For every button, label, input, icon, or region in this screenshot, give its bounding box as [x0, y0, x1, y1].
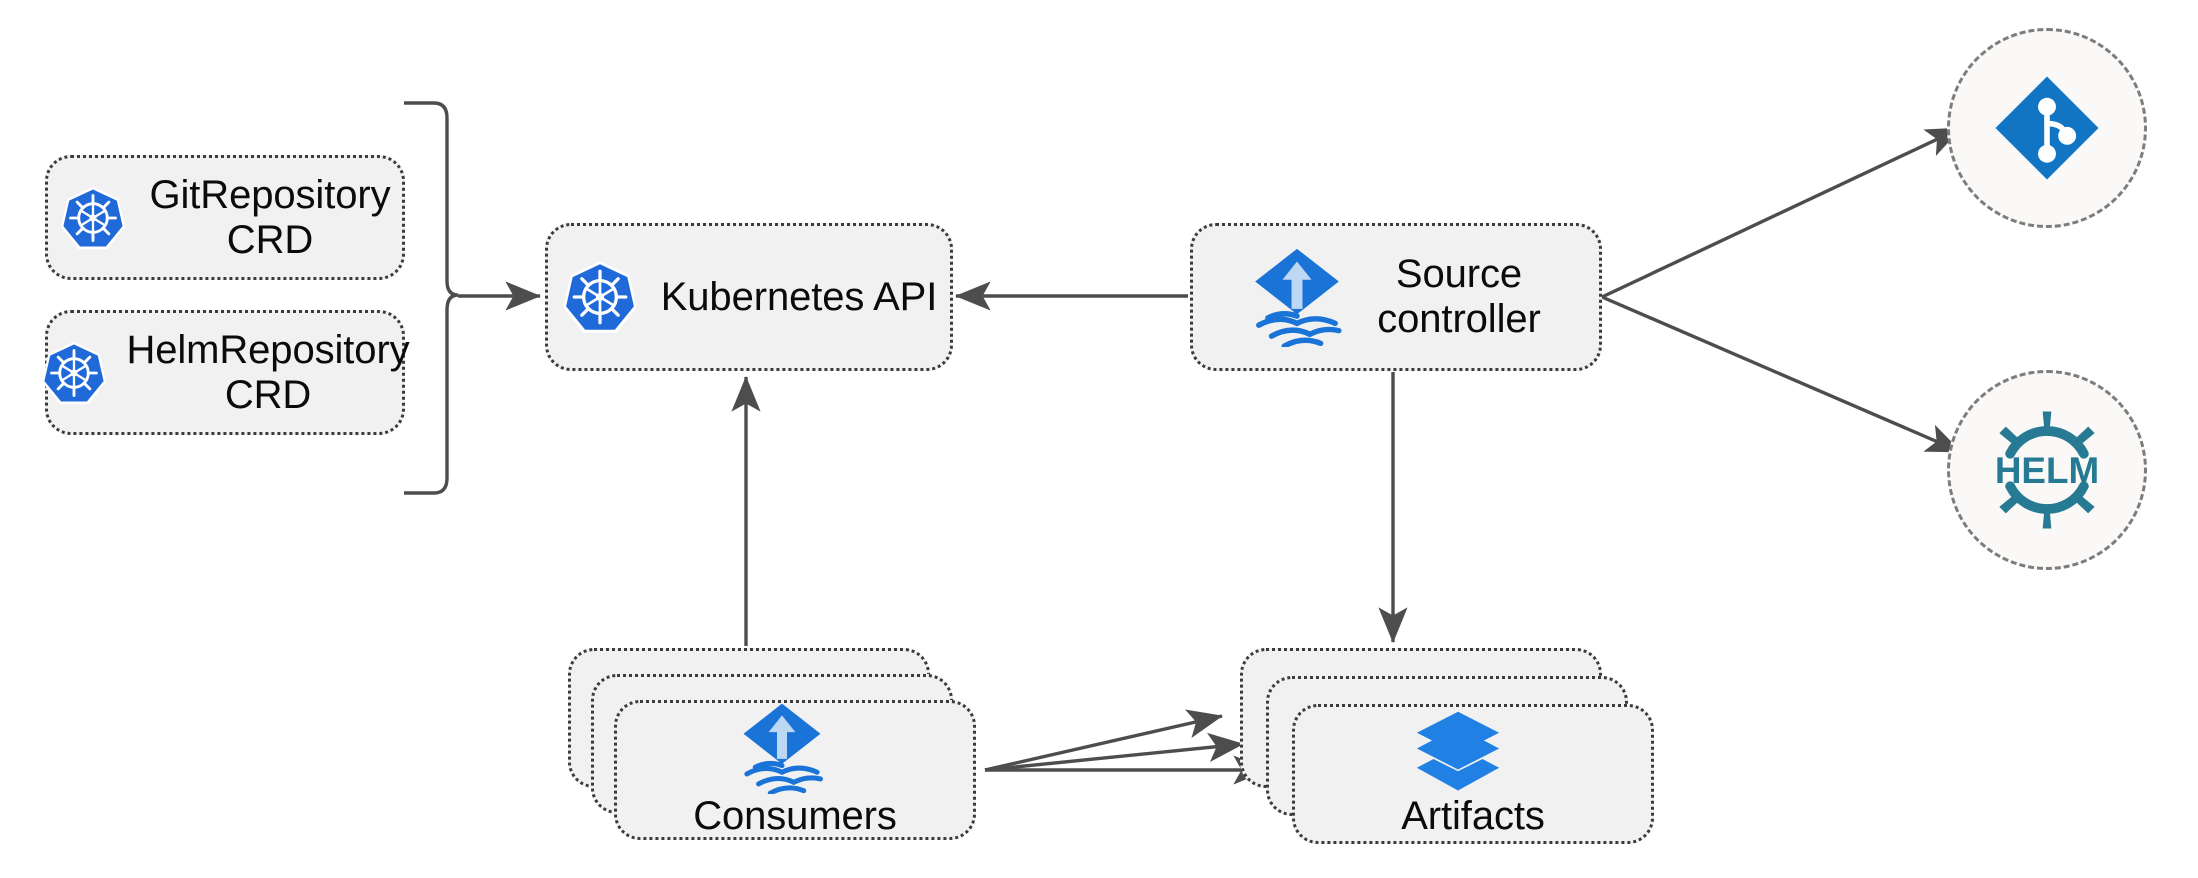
edge-consumers-to-artifacts-1	[984, 709, 1223, 772]
node-label: HelmRepository CRD	[126, 327, 410, 417]
edge-source-to-helm	[1601, 295, 1962, 454]
helm-wordmark: HELM	[1995, 450, 2099, 491]
node-label: Artifacts	[1401, 793, 1545, 838]
node-artifacts-stack[interactable]: Artifacts	[1240, 648, 1654, 848]
edge-consumers-to-artifacts-2	[984, 732, 1245, 772]
external-helm[interactable]: HELM	[1947, 370, 2147, 570]
layers-icon	[1401, 710, 1515, 794]
node-consumers[interactable]: Consumers	[614, 700, 976, 840]
node-gitrepository-crd[interactable]: GitRepository CRD	[45, 155, 405, 280]
flux-icon	[1251, 247, 1343, 347]
kubernetes-icon	[40, 339, 108, 407]
helm-icon: HELM	[1982, 405, 2112, 535]
node-label: Source controller	[1377, 252, 1541, 341]
crd-group-bracket	[404, 101, 459, 495]
node-label: GitRepository CRD	[149, 172, 391, 262]
node-kubernetes-api[interactable]: Kubernetes API	[545, 223, 953, 371]
node-label: Kubernetes API	[660, 274, 938, 319]
node-source-controller[interactable]: Source controller	[1190, 223, 1602, 371]
node-consumers-stack[interactable]: Consumers	[568, 648, 976, 848]
flux-icon	[693, 702, 871, 794]
node-label: Consumers	[693, 793, 897, 838]
git-icon	[1991, 72, 2103, 184]
kubernetes-icon	[561, 258, 639, 336]
node-artifacts[interactable]: Artifacts	[1292, 704, 1654, 844]
node-helmrepository-crd[interactable]: HelmRepository CRD	[42, 310, 410, 435]
external-git[interactable]	[1947, 28, 2147, 228]
edge-source-to-git	[1601, 126, 1962, 299]
kubernetes-icon	[59, 184, 127, 252]
